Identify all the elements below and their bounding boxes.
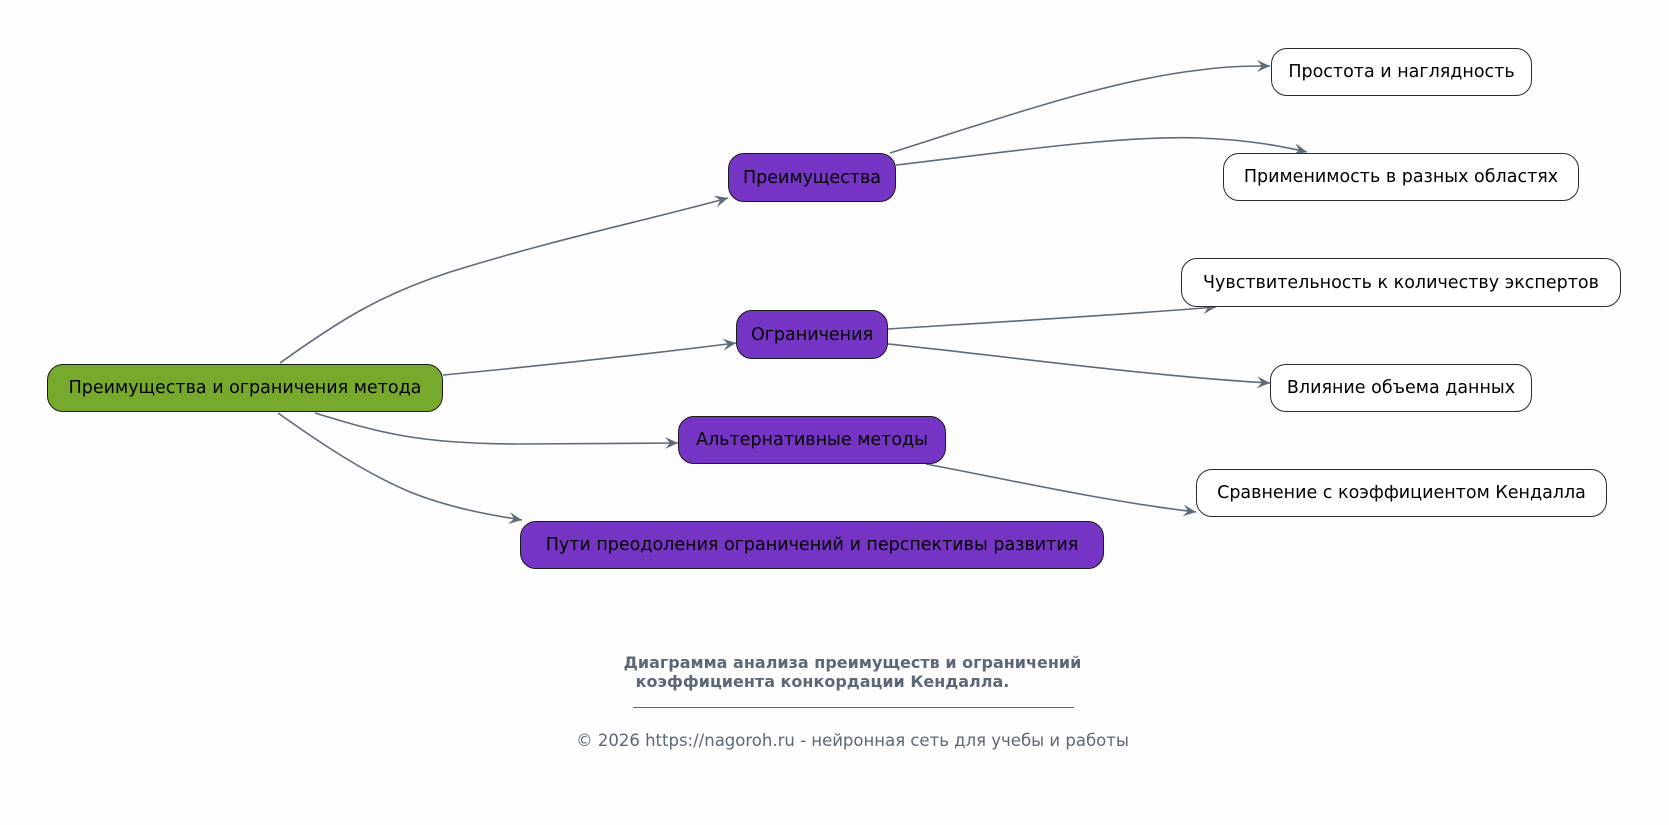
leaf-node-data-volume[interactable]: Влияние объема данных: [1270, 364, 1532, 412]
branch-node-advantages[interactable]: Преимущества: [728, 153, 896, 202]
caption-divider: [633, 707, 1074, 708]
edge-root-to-limitations: [442, 338, 737, 376]
caption-line-2: коэффициента конкордации Кендалла.: [635, 672, 1010, 691]
branch-node-label: Пути преодоления ограничений и перспекти…: [545, 535, 1079, 555]
edge-advantages-to-applicability: [895, 136, 1308, 166]
branch-node-limitations[interactable]: Ограничения: [736, 310, 888, 359]
leaf-node-label: Применимость в разных областях: [1243, 167, 1559, 187]
leaf-node-kendall-comparison[interactable]: Сравнение с коэффициентом Кендалла: [1196, 469, 1607, 517]
root-node-label: Преимущества и ограничения метода: [68, 378, 422, 398]
branch-node-ways-forward[interactable]: Пути преодоления ограничений и перспекти…: [520, 521, 1104, 569]
edge-root-to-ways: [277, 412, 523, 524]
diagram-caption: Диаграмма анализа преимуществ и ограниче…: [0, 653, 1669, 691]
edge-alternatives-to-comparison: [925, 463, 1197, 517]
edge-limitations-to-data-volume: [887, 343, 1271, 389]
edge-root-to-advantages: [279, 195, 729, 364]
caption-line-1: Диаграмма анализа преимуществ и ограниче…: [623, 653, 1082, 672]
leaf-node-sensitivity[interactable]: Чувствительность к количеству экспертов: [1181, 258, 1621, 307]
edge-advantages-to-simplicity: [889, 60, 1271, 154]
copyright-text: © 2026 https://nagoroh.ru - нейронная се…: [576, 731, 1129, 750]
leaf-node-label: Влияние объема данных: [1286, 378, 1516, 398]
leaf-node-label: Чувствительность к количеству экспертов: [1203, 272, 1599, 293]
leaf-node-label: Сравнение с коэффициентом Кендалла: [1217, 483, 1586, 503]
edge-root-to-alternatives: [314, 412, 679, 450]
leaf-node-label: Простота и наглядность: [1288, 62, 1515, 82]
branch-node-label: Ограничения: [750, 324, 874, 345]
branch-node-alternatives[interactable]: Альтернативные методы: [678, 416, 946, 464]
branch-node-label: Преимущества: [742, 167, 882, 188]
leaf-node-applicability[interactable]: Применимость в разных областях: [1223, 153, 1579, 201]
root-node[interactable]: Преимущества и ограничения метода: [47, 364, 443, 412]
branch-node-label: Альтернативные методы: [696, 430, 928, 450]
edge-limitations-to-sensitivity: [887, 302, 1217, 330]
leaf-node-simplicity[interactable]: Простота и наглядность: [1271, 48, 1532, 96]
